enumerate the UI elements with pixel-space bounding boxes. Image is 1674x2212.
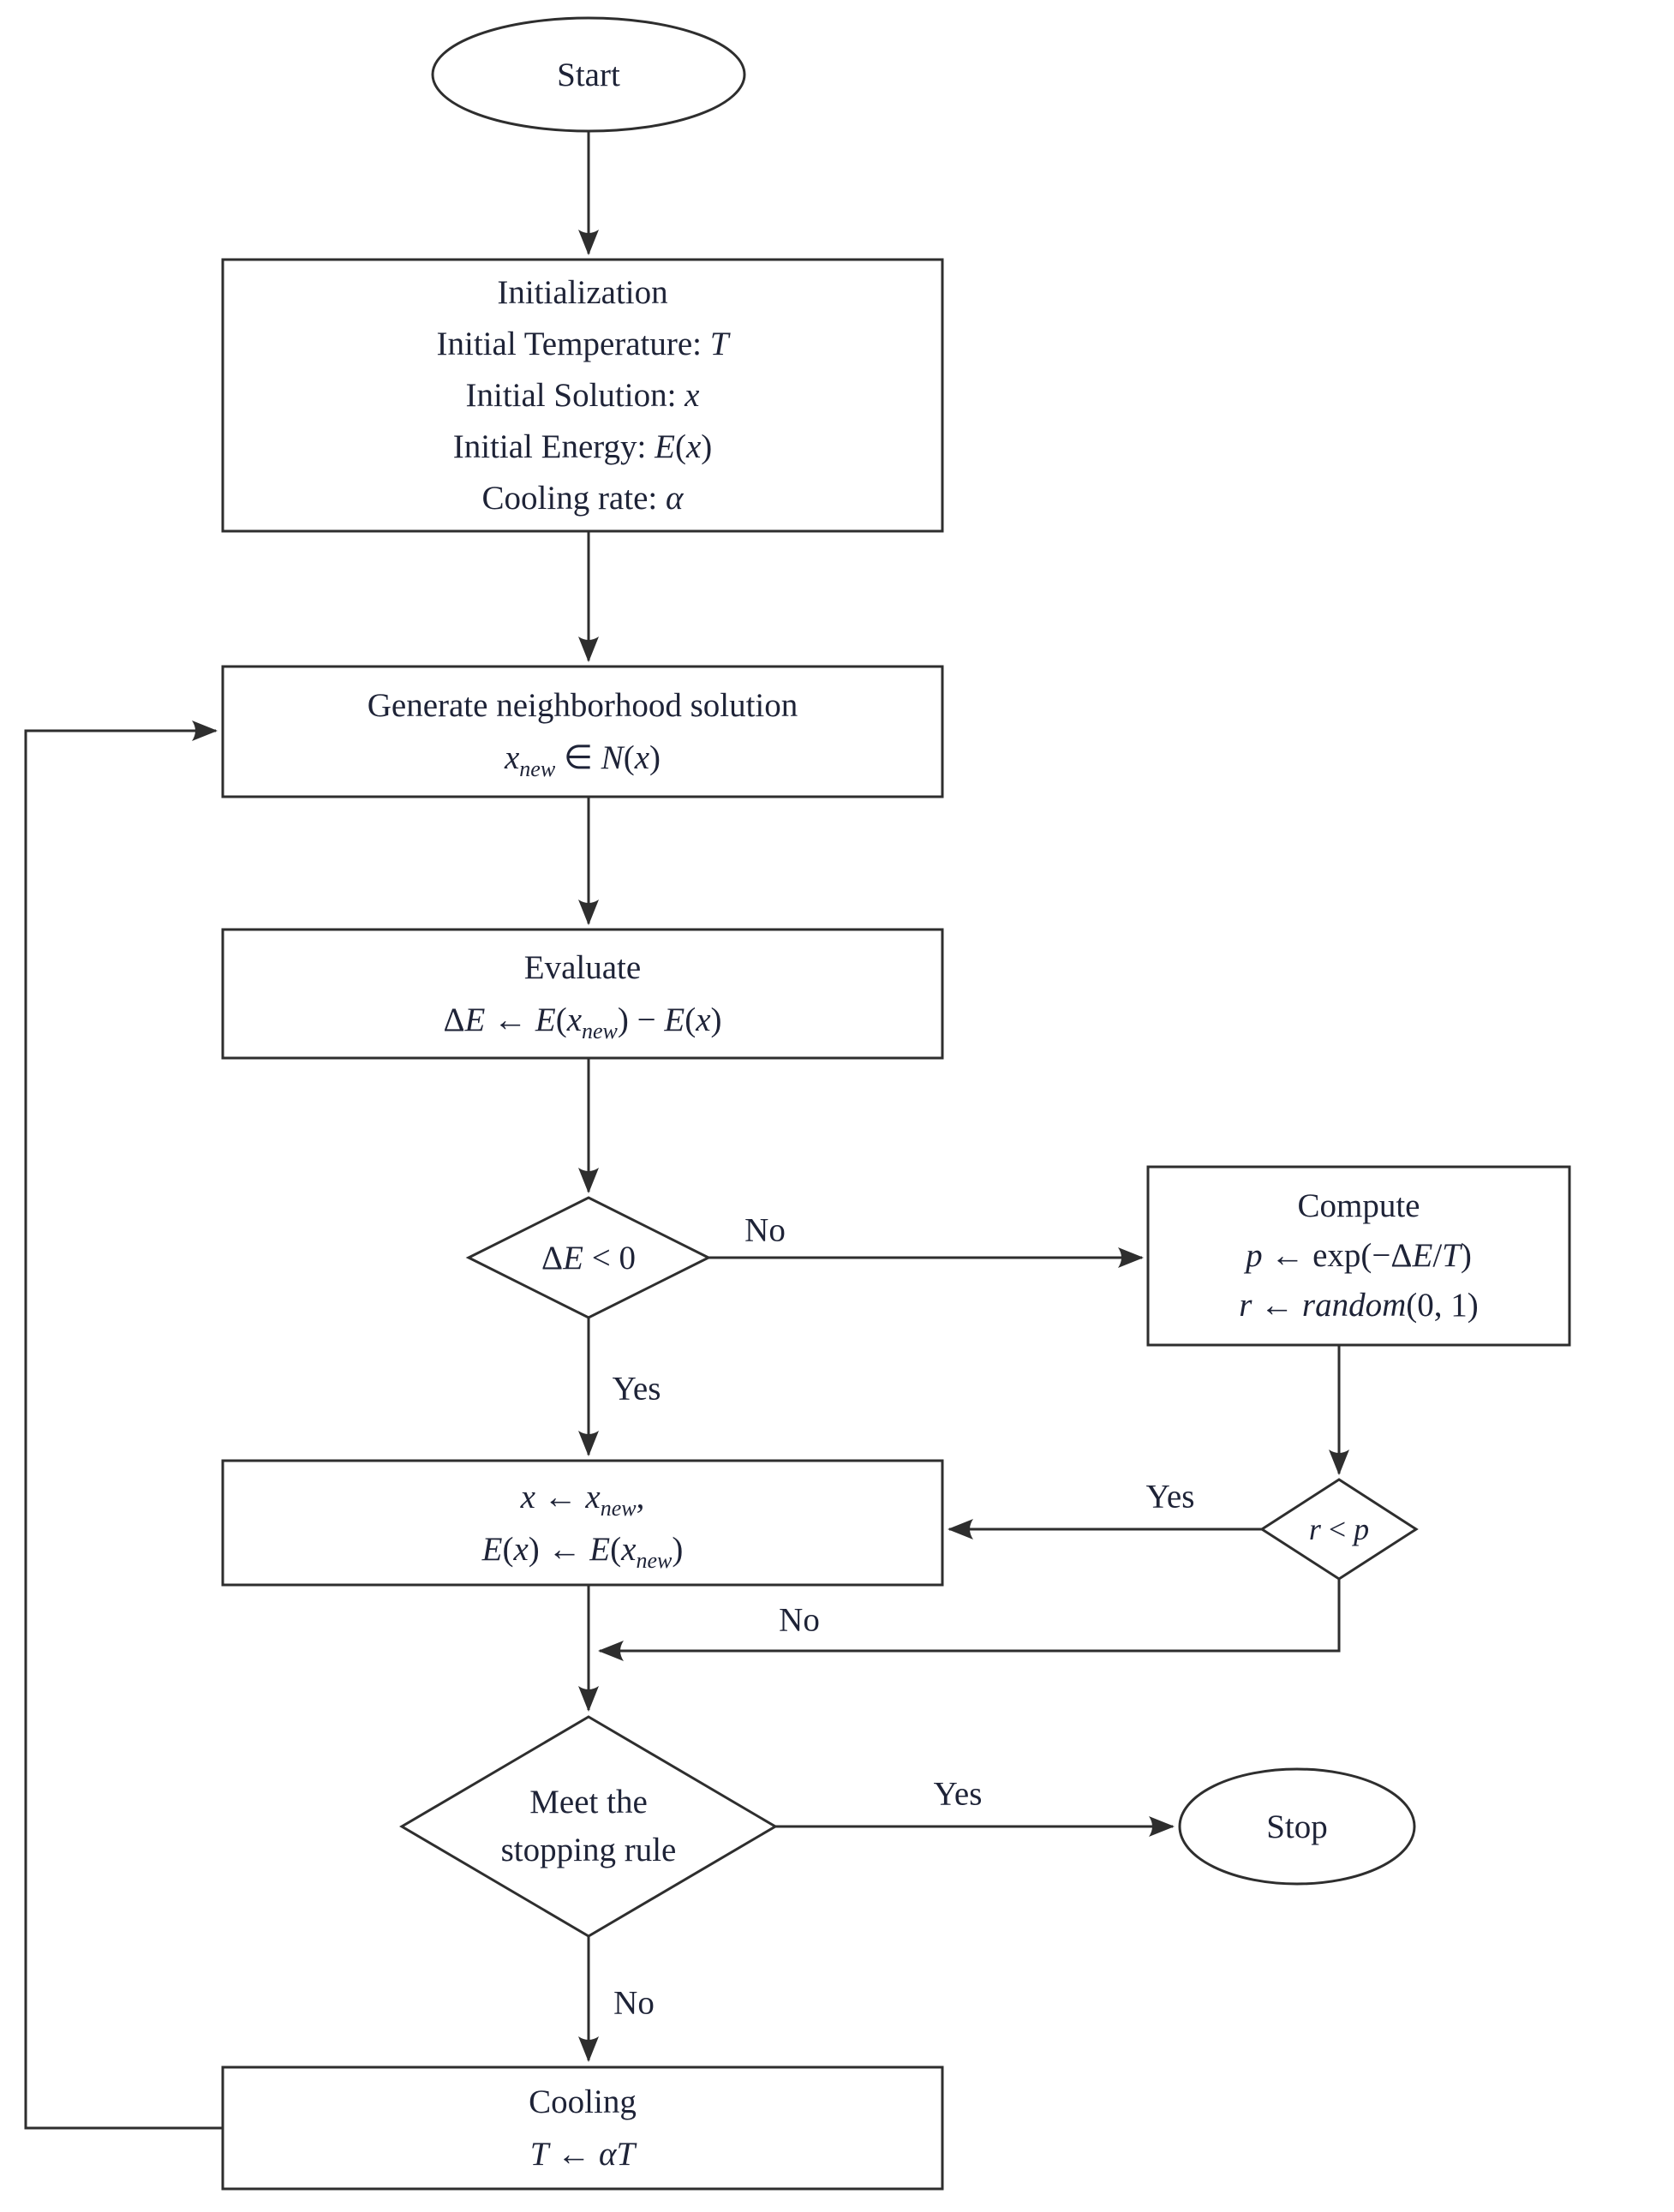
stopping-no-label: No <box>613 1984 655 2022</box>
cooling-box-shape <box>221 2066 944 2191</box>
init-box-shape <box>221 258 944 533</box>
evaluate-box-shape <box>221 928 944 1060</box>
generate-box-shape <box>221 665 944 798</box>
start-ellipse-shape <box>431 16 746 133</box>
stop-ellipse-shape <box>1178 1767 1416 1886</box>
delta-decision-shape <box>465 1196 712 1319</box>
stopping-decision-shape <box>399 1715 778 1938</box>
rp-no-label: No <box>779 1601 820 1639</box>
edge-cooling-loop-to-generate <box>24 720 223 2130</box>
delta-yes-label: Yes <box>612 1370 661 1408</box>
rp-decision-shape <box>1259 1478 1419 1581</box>
stopping-yes-label: Yes <box>933 1775 983 1813</box>
rp-yes-label: Yes <box>1145 1478 1195 1516</box>
edge-rp-no-junction <box>598 1579 1341 1661</box>
accept-box-shape <box>221 1459 944 1587</box>
delta-no-label: No <box>744 1211 786 1249</box>
compute-box-shape <box>1146 1165 1571 1347</box>
